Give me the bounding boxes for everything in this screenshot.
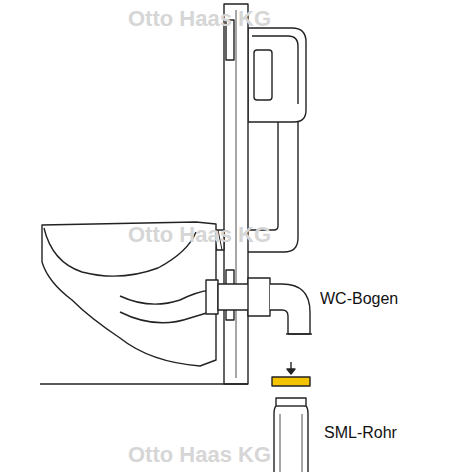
seal-ring [272, 377, 310, 386]
watermark: Otto Haas KG [128, 6, 271, 32]
watermark: Otto Haas KG [128, 442, 271, 468]
cistern [248, 28, 306, 122]
pipe-socket-line [276, 405, 306, 406]
watermark: Otto Haas KG [128, 222, 271, 248]
wc-bogen-bend [270, 284, 310, 334]
cistern-valve [254, 50, 272, 100]
part-label: SML-Rohr [322, 424, 399, 442]
sml-pipe [274, 398, 308, 472]
pipe-inner-line [280, 414, 281, 472]
cistern-inner-line [252, 36, 298, 104]
bowl-trap-line [120, 290, 210, 304]
outlet-socket [248, 278, 270, 316]
arrow-head [287, 369, 295, 374]
part-label: WC-Bogen [318, 290, 400, 308]
installation-frame [224, 4, 248, 384]
floor-line [40, 383, 248, 384]
bend-end [286, 333, 312, 334]
frame-inner-line [236, 10, 237, 378]
bowl-trap-line [120, 312, 210, 323]
pipe-inner-line [302, 414, 303, 472]
outlet-collar [206, 280, 218, 314]
